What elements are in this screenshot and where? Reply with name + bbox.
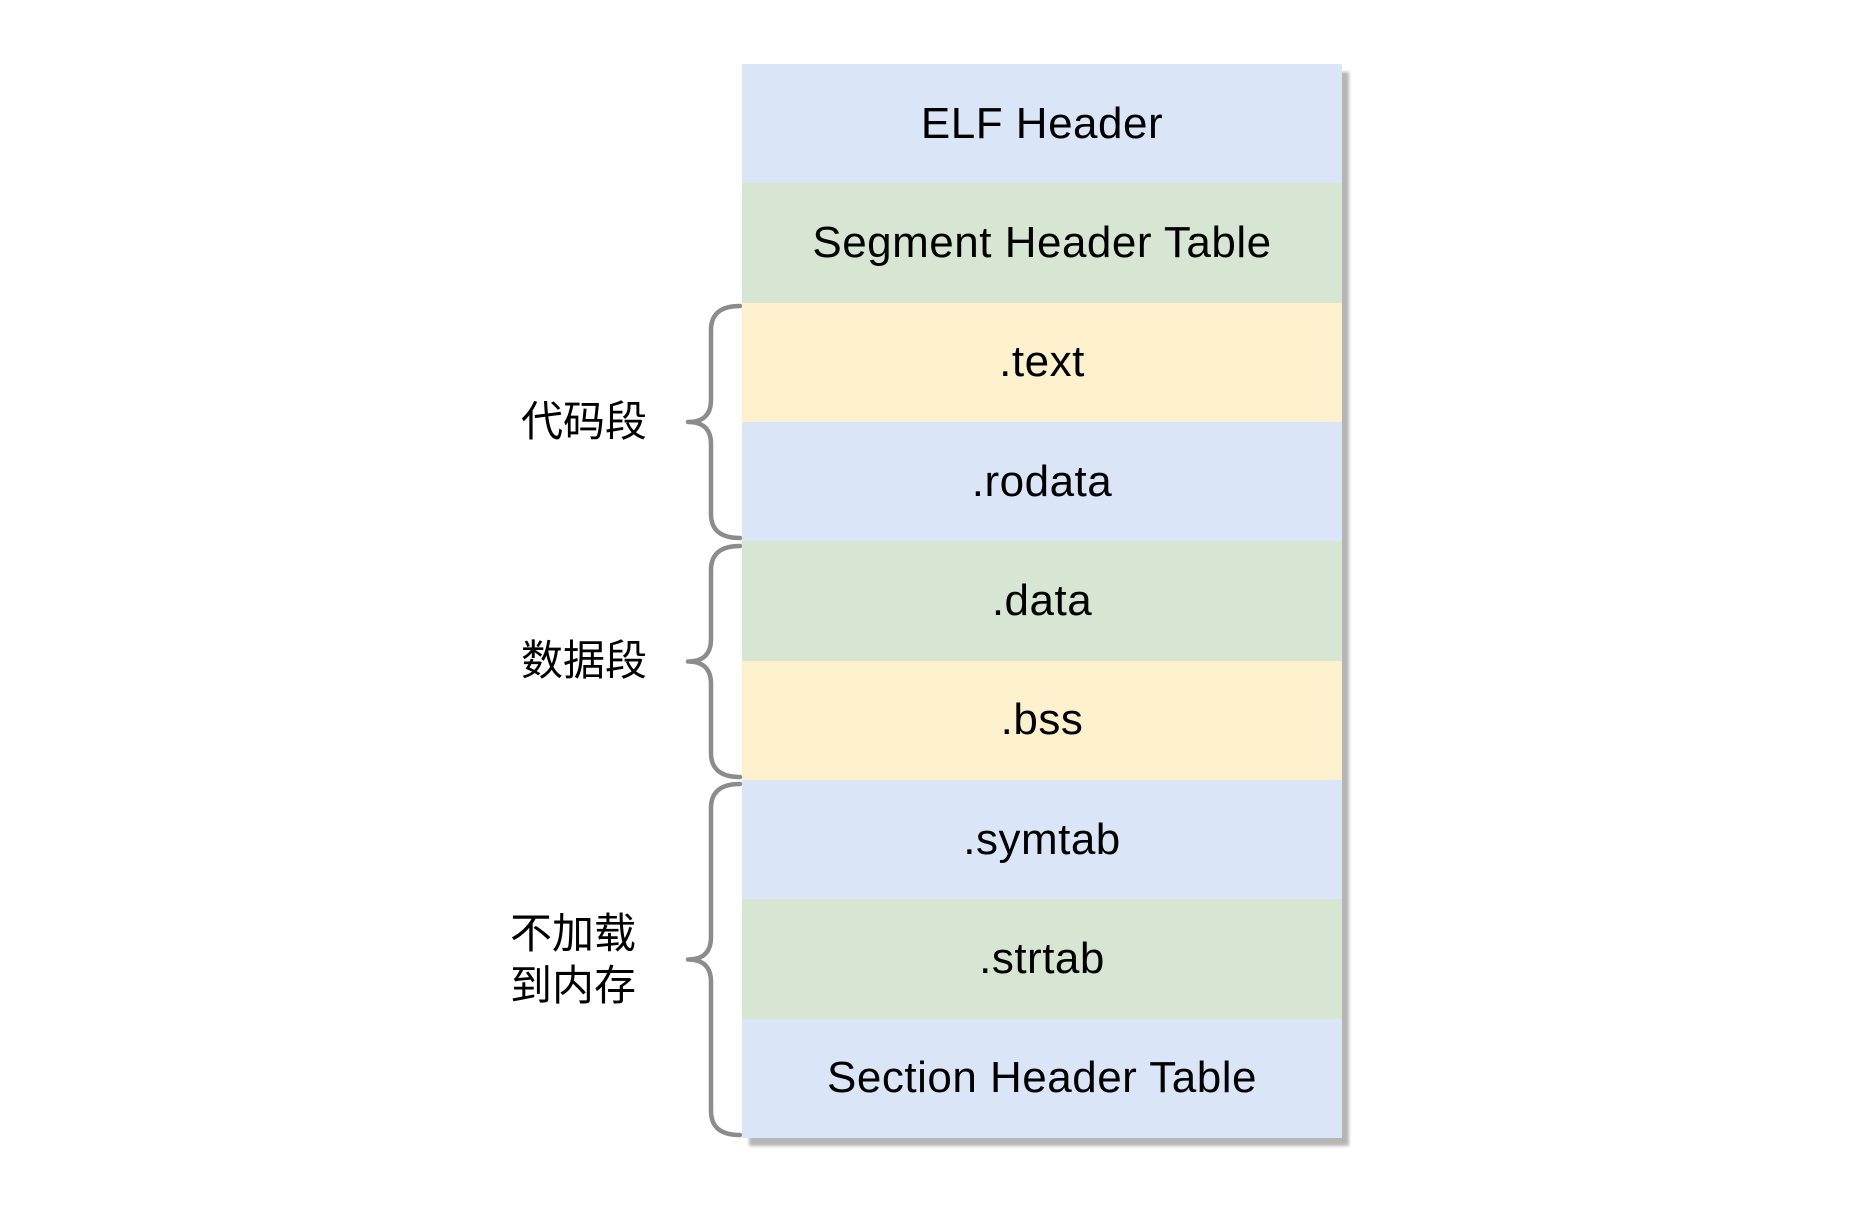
row-strtab-section: .strtab bbox=[742, 899, 1342, 1019]
brace-not-loaded-group bbox=[684, 781, 742, 1138]
left-curly-brace-icon bbox=[685, 781, 742, 1138]
label-code-segment: 代码段 bbox=[449, 396, 719, 448]
row-bss-section: .bss bbox=[742, 660, 1342, 780]
row-rodata-section: .rodata bbox=[742, 421, 1342, 542]
left-curly-brace-icon bbox=[685, 543, 742, 780]
row-label-text-section: .text bbox=[999, 337, 1085, 387]
row-label-bss-section: .bss bbox=[1000, 695, 1084, 745]
row-symtab-section: .symtab bbox=[742, 779, 1342, 900]
label-not-loaded-line1: 不加载 bbox=[509, 910, 636, 957]
row-label-symtab-section: .symtab bbox=[963, 814, 1121, 864]
label-not-loaded-to-memory: 不加载 到内存 bbox=[438, 908, 708, 1012]
row-label-segment-header-table: Segment Header Table bbox=[812, 217, 1272, 267]
row-label-strtab-section: .strtab bbox=[979, 933, 1105, 983]
row-label-data-section: .data bbox=[991, 575, 1093, 625]
label-not-loaded-line2: 到内存 bbox=[509, 962, 636, 1009]
row-label-section-header-table: Section Header Table bbox=[827, 1053, 1257, 1103]
label-data-segment: 数据段 bbox=[449, 635, 719, 687]
brace-code-segment bbox=[684, 303, 742, 541]
section-stack: ELF Header Segment Header Table .text .r… bbox=[742, 64, 1342, 1138]
row-text-section: .text bbox=[742, 302, 1342, 422]
row-data-section: .data bbox=[742, 541, 1342, 661]
left-curly-brace-icon bbox=[685, 303, 742, 541]
row-label-rodata-section: .rodata bbox=[971, 456, 1113, 506]
row-section-header-table: Section Header Table bbox=[742, 1018, 1342, 1138]
brace-data-segment bbox=[684, 543, 742, 780]
label-data-segment-text: 数据段 bbox=[520, 637, 647, 684]
row-segment-header-table: Segment Header Table bbox=[742, 183, 1342, 303]
label-code-segment-text: 代码段 bbox=[520, 398, 647, 445]
row-elf-header: ELF Header bbox=[742, 64, 1342, 184]
row-label-elf-header: ELF Header bbox=[920, 98, 1164, 148]
